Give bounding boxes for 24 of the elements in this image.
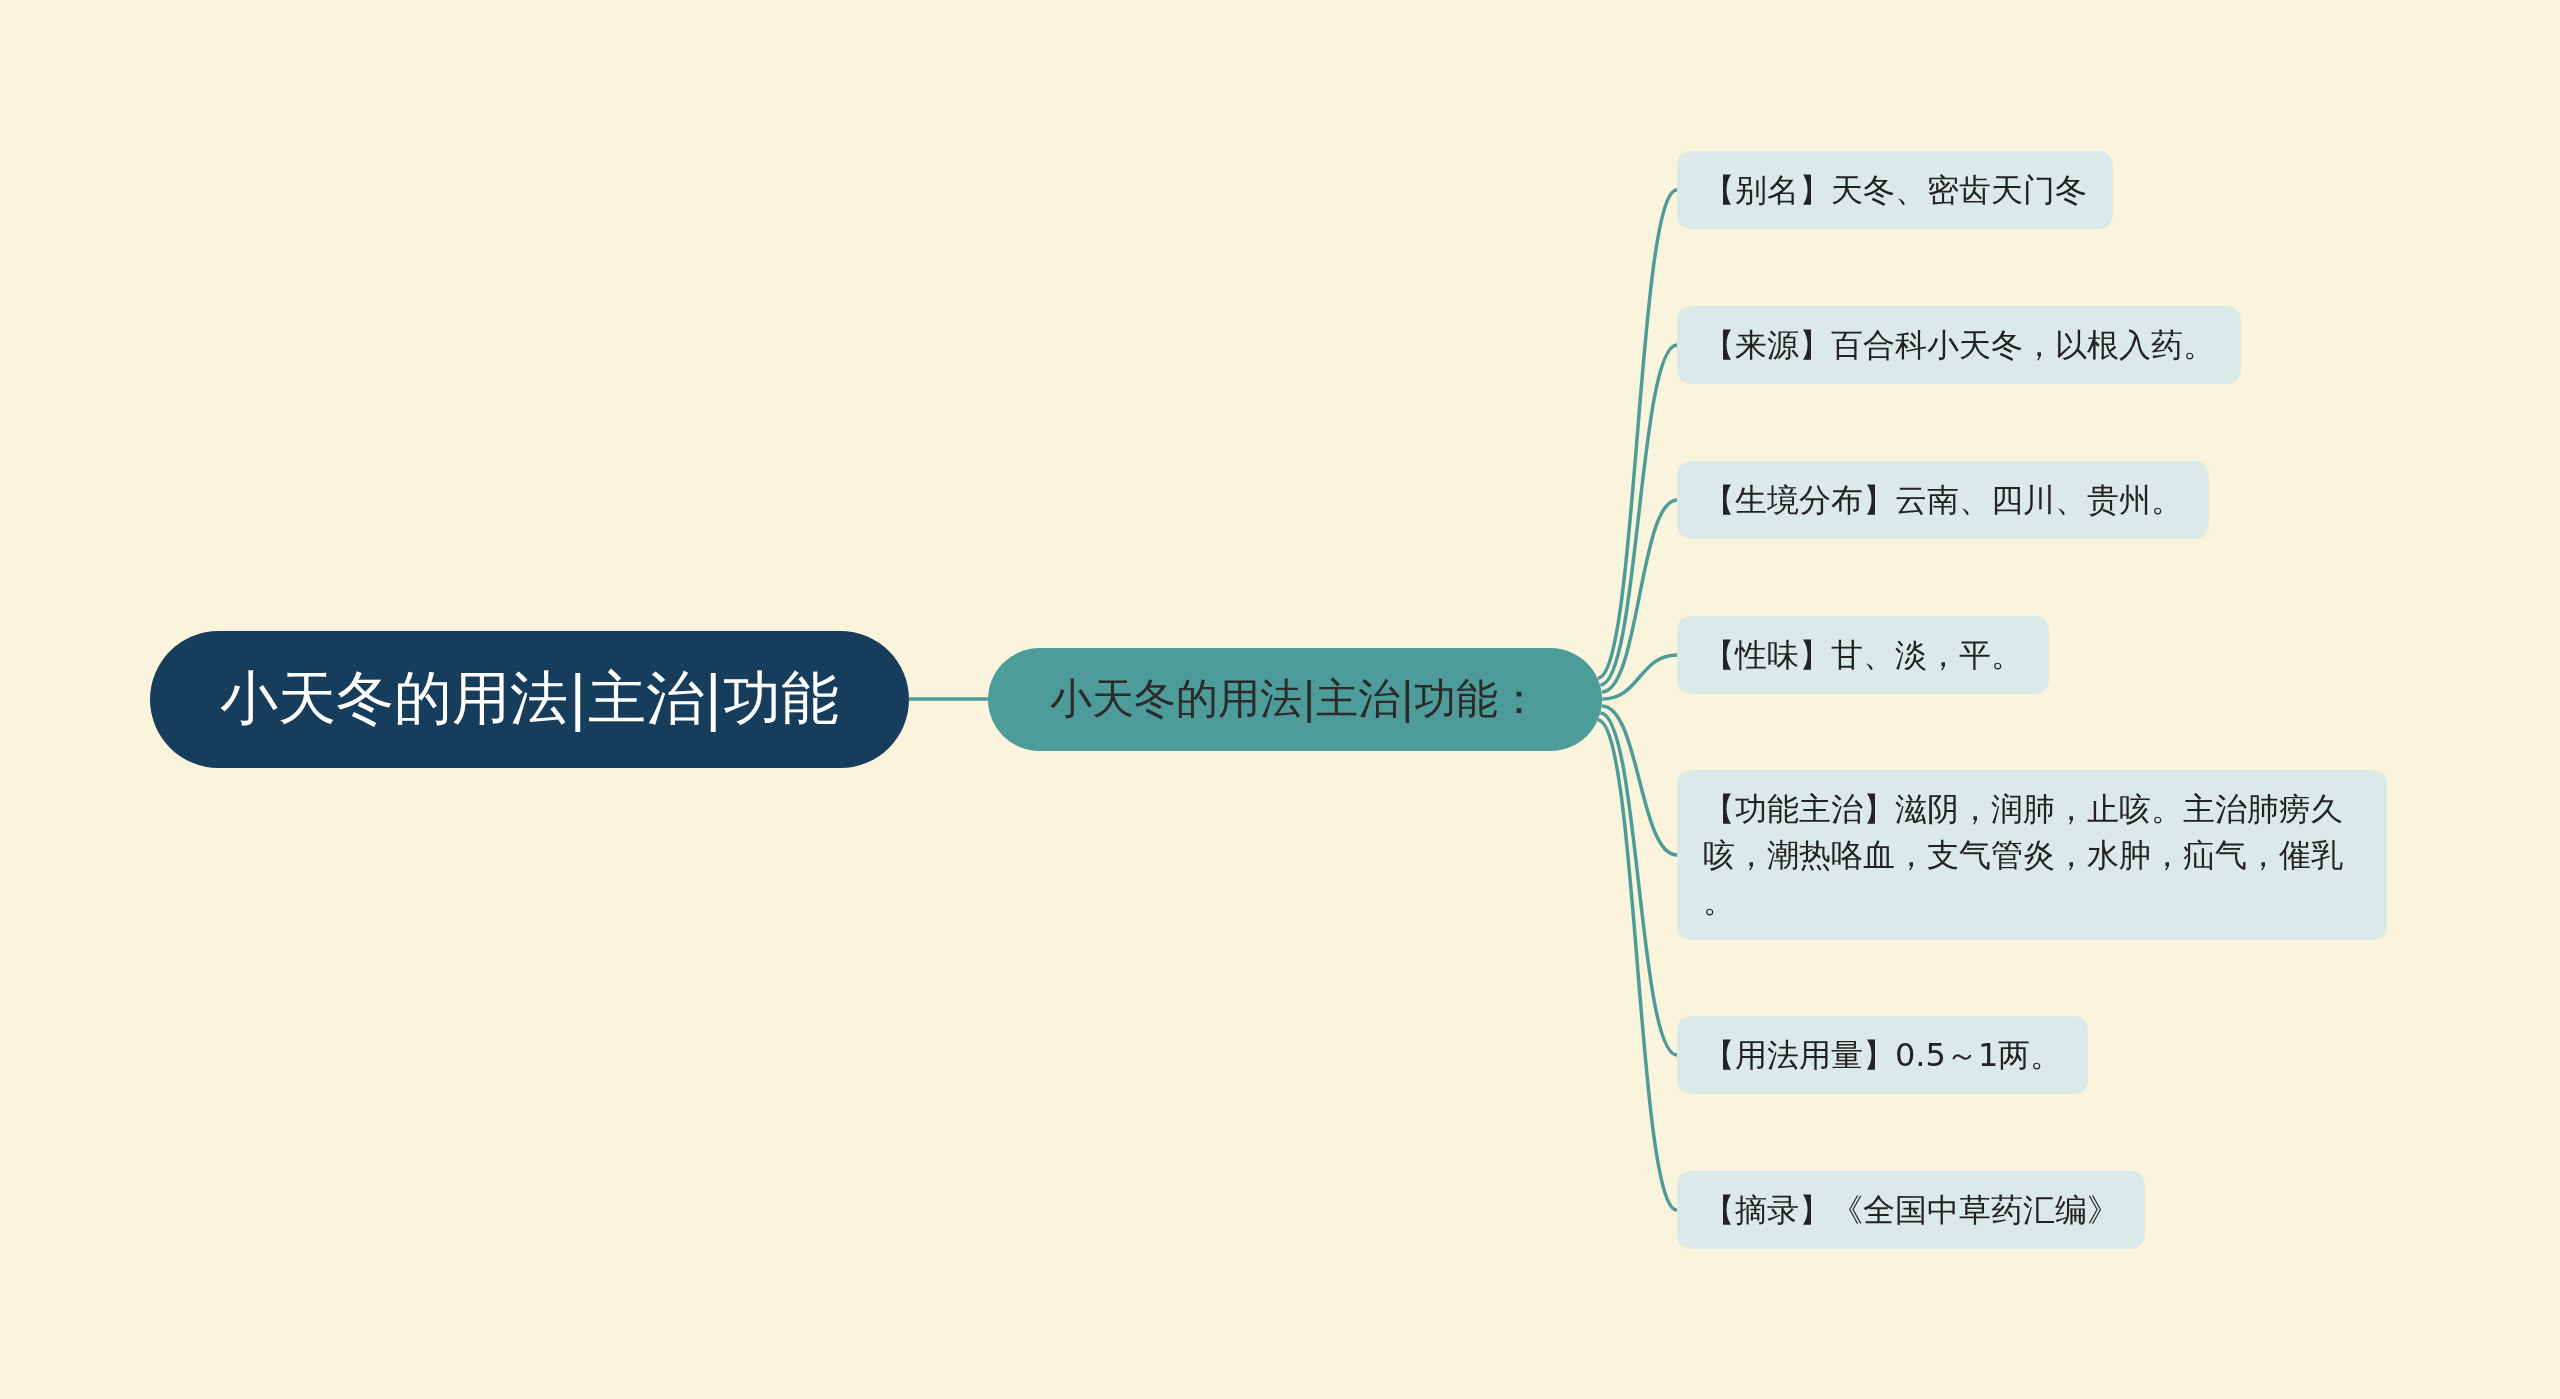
central-topic-text: 小天冬的用法|主治|功能 bbox=[220, 664, 840, 734]
detail-card bbox=[1677, 1016, 2089, 1094]
branch-topic bbox=[988, 647, 1603, 751]
connector-line bbox=[1599, 711, 1679, 1057]
connector-line bbox=[1601, 498, 1678, 694]
detail-text: 【用法用量】0.5～1两。 bbox=[1703, 1035, 2063, 1076]
connector-line bbox=[1601, 704, 1678, 857]
detail-text: 【摘录】《全国中草药汇编》 bbox=[1703, 1190, 2119, 1231]
detail-text: 【生境分布】云南、四川、贵州。 bbox=[1703, 480, 2183, 521]
connector-line bbox=[1599, 343, 1679, 687]
connector-line bbox=[1596, 718, 1679, 1212]
detail-card bbox=[1677, 151, 2113, 229]
detail-card bbox=[1677, 616, 2049, 694]
detail-text: 【来源】百合科小天冬，以根入药。 bbox=[1703, 325, 2215, 366]
detail-card bbox=[1677, 461, 2209, 539]
detail-card bbox=[1677, 1171, 2145, 1249]
detail-text: 【功能主治】滋阴，润肺，止咳。主治肺痨久咳，潮热咯血，支气管炎，水肿，疝气，催乳。 bbox=[1703, 789, 2344, 922]
detail-card bbox=[1677, 770, 2387, 940]
detail-text: 【别名】天冬、密齿天门冬 bbox=[1703, 170, 2087, 211]
connector-line bbox=[1596, 188, 1679, 680]
branch-topic-text: 小天冬的用法|主治|功能： bbox=[1050, 673, 1541, 725]
detail-text: 【性味】甘、淡，平。 bbox=[1703, 635, 2023, 676]
detail-card bbox=[1677, 306, 2241, 384]
connector-line bbox=[909, 697, 988, 701]
